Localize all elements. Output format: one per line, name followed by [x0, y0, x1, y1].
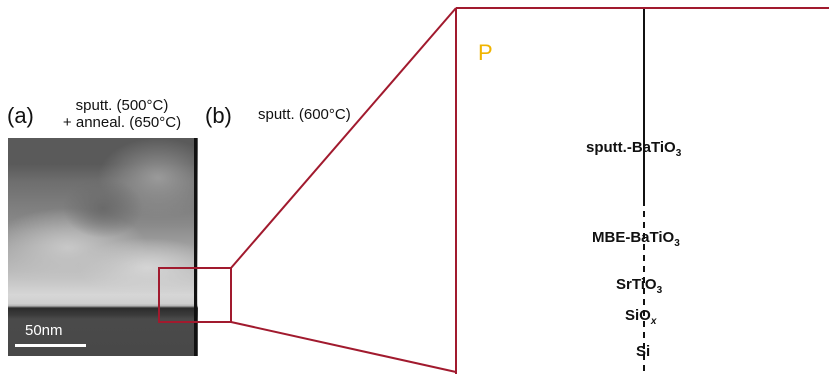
polarization-label: P — [478, 40, 493, 66]
zoom-line-top — [231, 8, 456, 268]
layer-label-siox: SiOx — [625, 307, 656, 327]
layer-label-si: Si — [636, 343, 650, 360]
layer-label-mbe-batio3: MBE-BaTiO3 — [592, 229, 680, 249]
layer-label-srtio3: SrTiO3 — [616, 276, 662, 296]
zoom-source-box — [159, 268, 231, 322]
layer-label-sputt-batio3: sputt.-BaTiO3 — [586, 139, 681, 159]
zoom-line-bottom — [231, 322, 456, 372]
